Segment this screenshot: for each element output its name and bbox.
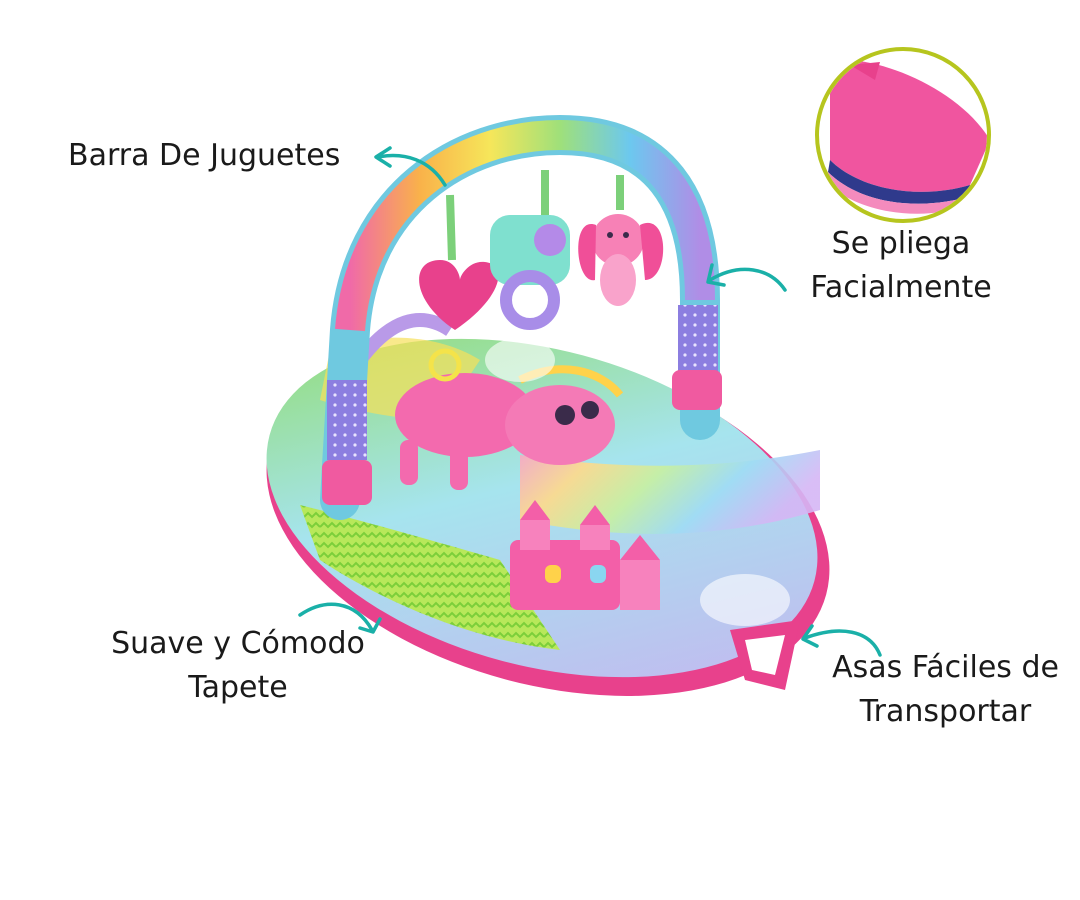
inset-ring	[815, 47, 991, 223]
label-handles-line1: Asas Fáciles de	[832, 650, 1059, 685]
teether-ring	[500, 270, 560, 330]
label-soft-line2: Tapete	[188, 670, 288, 705]
label-soft-mat: Suave y Cómodo Tapete	[98, 622, 378, 710]
label-folds-line1: Se pliega	[831, 226, 971, 261]
butterfly-toy	[592, 214, 644, 266]
curved-arrow-icon	[374, 146, 447, 187]
castle-print	[510, 500, 660, 610]
label-folds-line2: Facialmente	[810, 270, 992, 305]
unicorn-print	[354, 313, 624, 490]
curved-arrow-icon	[298, 602, 382, 634]
mat-zigzag-panel	[300, 505, 560, 650]
folded-mat-inset	[815, 47, 991, 223]
label-toy-bar: Barra De Juguetes	[68, 134, 340, 178]
toy-arch	[320, 114, 722, 520]
label-soft-line1: Suave y Cómodo	[111, 626, 365, 661]
label-handles-line2: Transportar	[859, 694, 1032, 729]
label-toy-bar-text: Barra De Juguetes	[68, 138, 341, 173]
label-folds: Se pliega Facialmente	[796, 222, 1006, 310]
hanging-toys	[419, 170, 664, 382]
curved-arrow-icon	[801, 624, 882, 657]
label-handles: Asas Fáciles de Transportar	[818, 646, 1073, 734]
heart-toy	[419, 260, 499, 330]
curved-arrow-icon	[706, 263, 787, 292]
